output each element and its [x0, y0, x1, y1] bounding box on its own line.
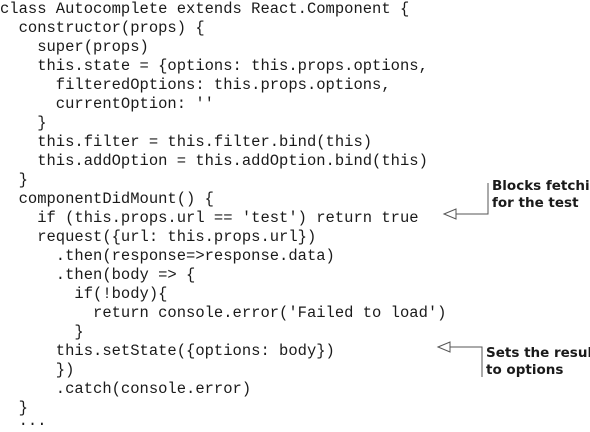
annotation-set-options: Sets the result to options: [486, 345, 590, 379]
code-line: }): [0, 361, 75, 379]
code-line: }: [0, 171, 28, 189]
annotation-line: Sets the result: [486, 345, 590, 361]
code-line: super(props): [0, 38, 149, 56]
code-line: .then(body => {: [0, 266, 196, 284]
annotation-line: to options: [486, 362, 564, 378]
code-line: .catch(console.error): [0, 380, 252, 398]
code-line: .then(response=>response.data): [0, 247, 335, 265]
code-line: ...: [0, 412, 47, 430]
code-line: return console.error('Failed to load'): [0, 304, 447, 322]
callout-arrow-test-fetch: [442, 183, 489, 220]
code-line: filteredOptions: this.props.options,: [0, 76, 391, 94]
code-line: if(!body){: [0, 285, 168, 303]
annotation-line: Blocks fetching: [492, 178, 590, 194]
annotation-line: for the test: [492, 195, 579, 211]
code-line: this.addOption = this.addOption.bind(thi…: [0, 152, 428, 170]
code-line: currentOption: '': [0, 95, 214, 113]
code-line: }: [0, 323, 84, 341]
code-line: request({url: this.props.url}): [0, 228, 317, 246]
code-line: constructor(props) {: [0, 19, 205, 37]
code-line: this.state = {options: this.props.option…: [0, 57, 428, 75]
code-line: }: [0, 114, 47, 132]
code-line: componentDidMount() {: [0, 190, 214, 208]
code-line: }: [0, 399, 28, 417]
annotation-test-fetch: Blocks fetching for the test: [492, 178, 590, 212]
code-line: class Autocomplete extends React.Compone…: [0, 0, 410, 18]
code-listing: class Autocomplete extends React.Compone…: [0, 0, 446, 432]
callout-arrow-set-options: [436, 341, 483, 377]
code-line: this.filter = this.filter.bind(this): [0, 133, 373, 151]
code-line: this.setState({options: body}): [0, 342, 335, 360]
code-line: if (this.props.url == 'test') return tru…: [0, 209, 419, 227]
